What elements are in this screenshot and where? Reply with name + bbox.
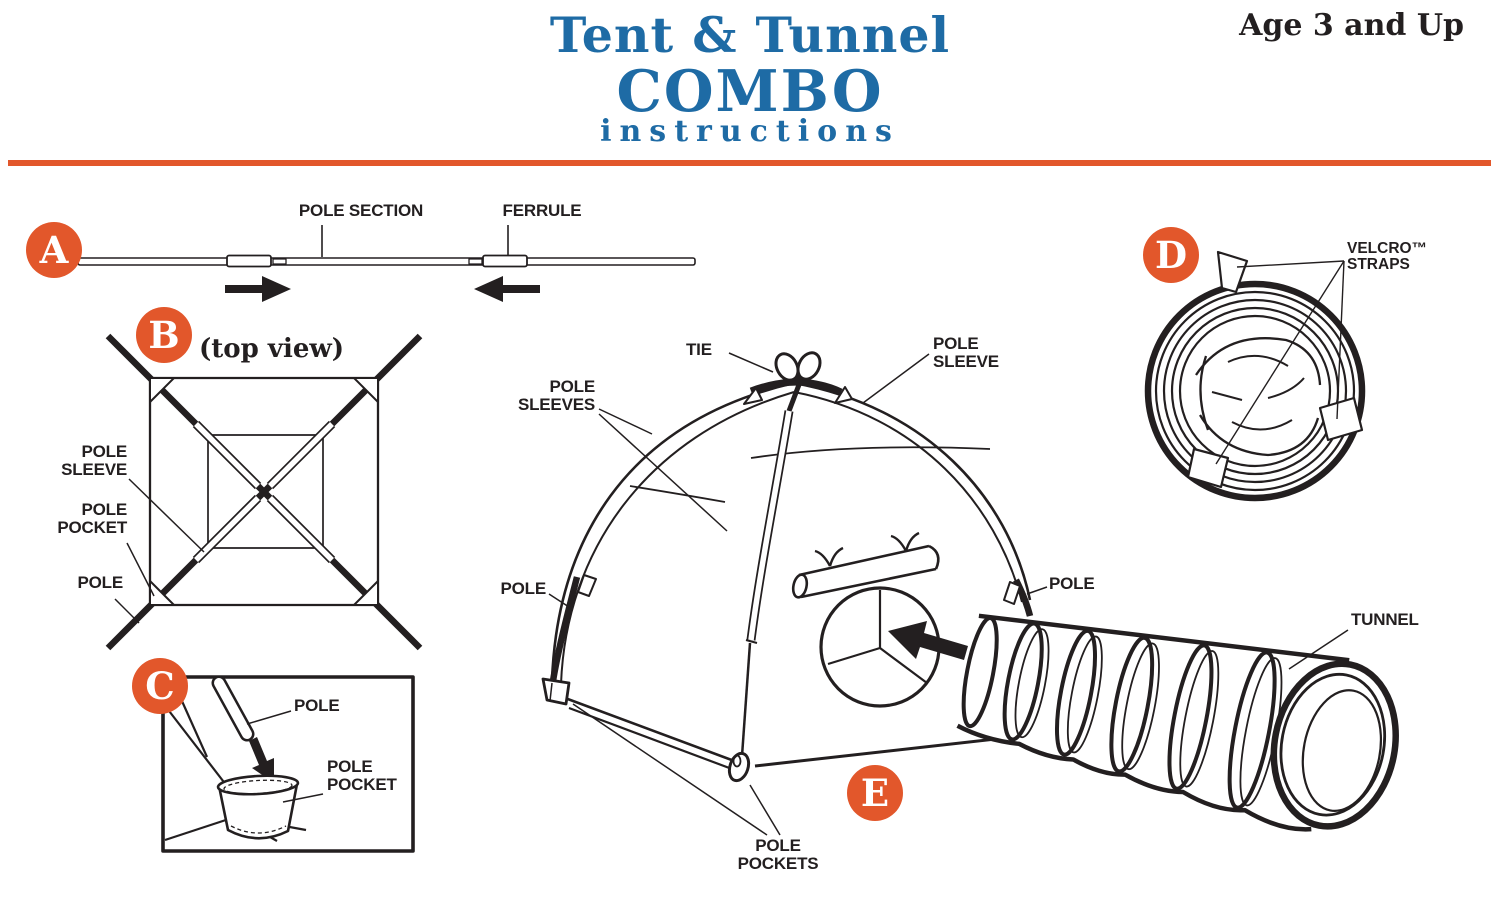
right-pole-exposed (1013, 578, 1034, 617)
label-e-pole-left: POLE (500, 579, 547, 598)
leader-lines-c (246, 710, 324, 803)
label-c-pole: POLE (294, 696, 340, 715)
label-tunnel: TUNNEL (1351, 610, 1419, 629)
left-sleeve-end (577, 574, 597, 597)
page-title-line2: COMBO (616, 58, 884, 125)
step-badge-a: A (26, 222, 82, 278)
step-badge-e: E (847, 765, 903, 821)
label-tie: TIE (686, 340, 712, 359)
pocket-cup (216, 774, 300, 840)
pole-sleeves-topview (192, 420, 336, 564)
tunnel-diagram (956, 613, 1399, 833)
tunnel-insert-arrow (888, 621, 968, 660)
pole-assembly-diagram (77, 225, 696, 302)
step-badge-d: D (1143, 227, 1199, 283)
label-top-view: (top view) (199, 334, 345, 364)
pole-pocket-inset-diagram (161, 675, 415, 853)
leader-lines-b (114, 478, 205, 624)
velcro-strap-right (1318, 396, 1364, 442)
rolled-tunnel-diagram (1144, 250, 1366, 502)
age-recommendation: Age 3 and Up (1239, 8, 1464, 43)
corner-pole-pocket (541, 677, 571, 706)
tunnel-opening (1270, 660, 1399, 830)
left-pole-exposed (549, 576, 581, 682)
crumpled-fabric (1195, 337, 1322, 457)
right-sleeve-end (1003, 581, 1021, 605)
rolled-door (791, 531, 940, 599)
join-arrow-left (474, 276, 540, 302)
velcro-strap-bottom (1186, 447, 1230, 489)
frame-top-view-diagram (105, 333, 423, 651)
page-title-line3: instructions (600, 114, 900, 149)
leader-lines-e (548, 352, 1349, 836)
left-arch-outer (550, 381, 795, 682)
leader-lines-d (1215, 260, 1345, 465)
tie-bow (774, 351, 822, 383)
right-arch-inner (793, 391, 1023, 603)
join-arrow-right (225, 276, 291, 302)
label-pole-section: POLE SECTION (298, 201, 424, 220)
left-arch-inner (560, 391, 795, 685)
tent-diagram (541, 351, 1041, 783)
header-divider (8, 160, 1491, 166)
insert-arrow (249, 737, 274, 783)
step-badge-b: B (136, 307, 192, 363)
velcro-strap-top (1216, 250, 1249, 294)
label-b-pole: POLE (77, 573, 124, 592)
detail-magnifier-circle (819, 586, 941, 708)
label-e-pole-right: POLE (1049, 574, 1095, 593)
step-badge-c: C (132, 658, 188, 714)
left-panel-seam (629, 485, 726, 503)
label-ferrule: FERRULE (502, 201, 582, 220)
page-title-line1: Tent & Tunnel (549, 6, 951, 64)
right-panel-seam (750, 446, 991, 459)
